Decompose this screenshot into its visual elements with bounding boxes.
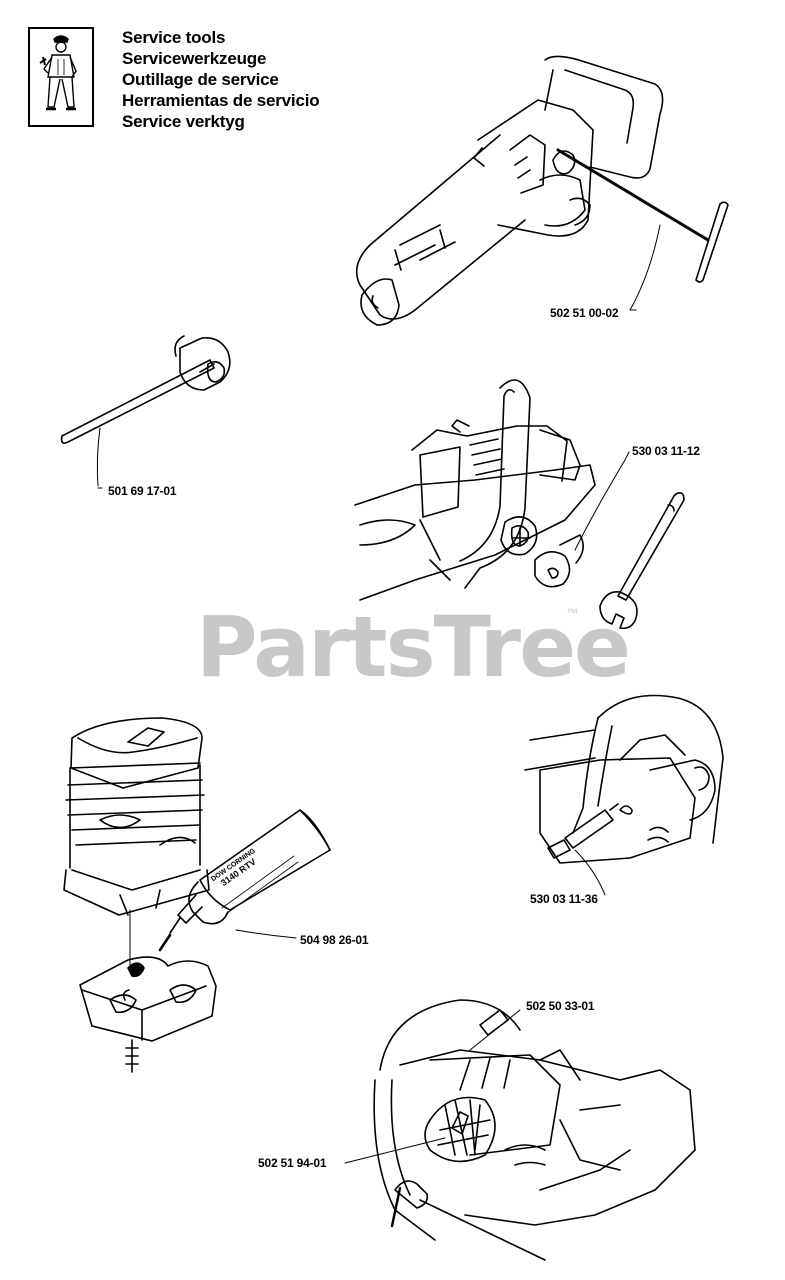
part-label-530-03-11-12: 530 03 11-12	[632, 444, 700, 458]
title-es: Herramientas de servicio	[122, 91, 320, 110]
watermark-text: PartsTree	[196, 598, 631, 696]
cylinder-sealant-drawing	[63, 717, 331, 1073]
rear-handle-assembly-drawing	[355, 55, 729, 326]
piston-stop-drawing	[524, 694, 724, 896]
title-block: Service tools Servicewerkzeuge Outillage…	[122, 27, 320, 132]
part-label-502-50-33-01: 502 50 33-01	[526, 999, 595, 1013]
watermark-trademark: ™	[566, 606, 578, 620]
mechanic-icon	[28, 27, 94, 127]
part-label-502-51-00-02: 502 51 00-02	[550, 306, 619, 320]
part-label-504-98-26-01: 504 98 26-01	[300, 933, 369, 947]
title-de: Servicewerkzeuge	[122, 49, 267, 68]
clutch-chainsaw-drawing	[354, 379, 685, 630]
flywheel-puller-drawing	[344, 999, 696, 1261]
title-sv: Service verktyg	[122, 112, 245, 131]
part-label-501-69-17-01: 501 69 17-01	[108, 484, 177, 498]
title-fr: Outillage de service	[122, 70, 279, 89]
part-label-530-03-11-36: 530 03 11-36	[530, 892, 598, 906]
title-en: Service tools	[122, 28, 226, 47]
combination-spanner-drawing	[60, 335, 231, 489]
part-label-502-51-94-01: 502 51 94-01	[258, 1156, 327, 1170]
